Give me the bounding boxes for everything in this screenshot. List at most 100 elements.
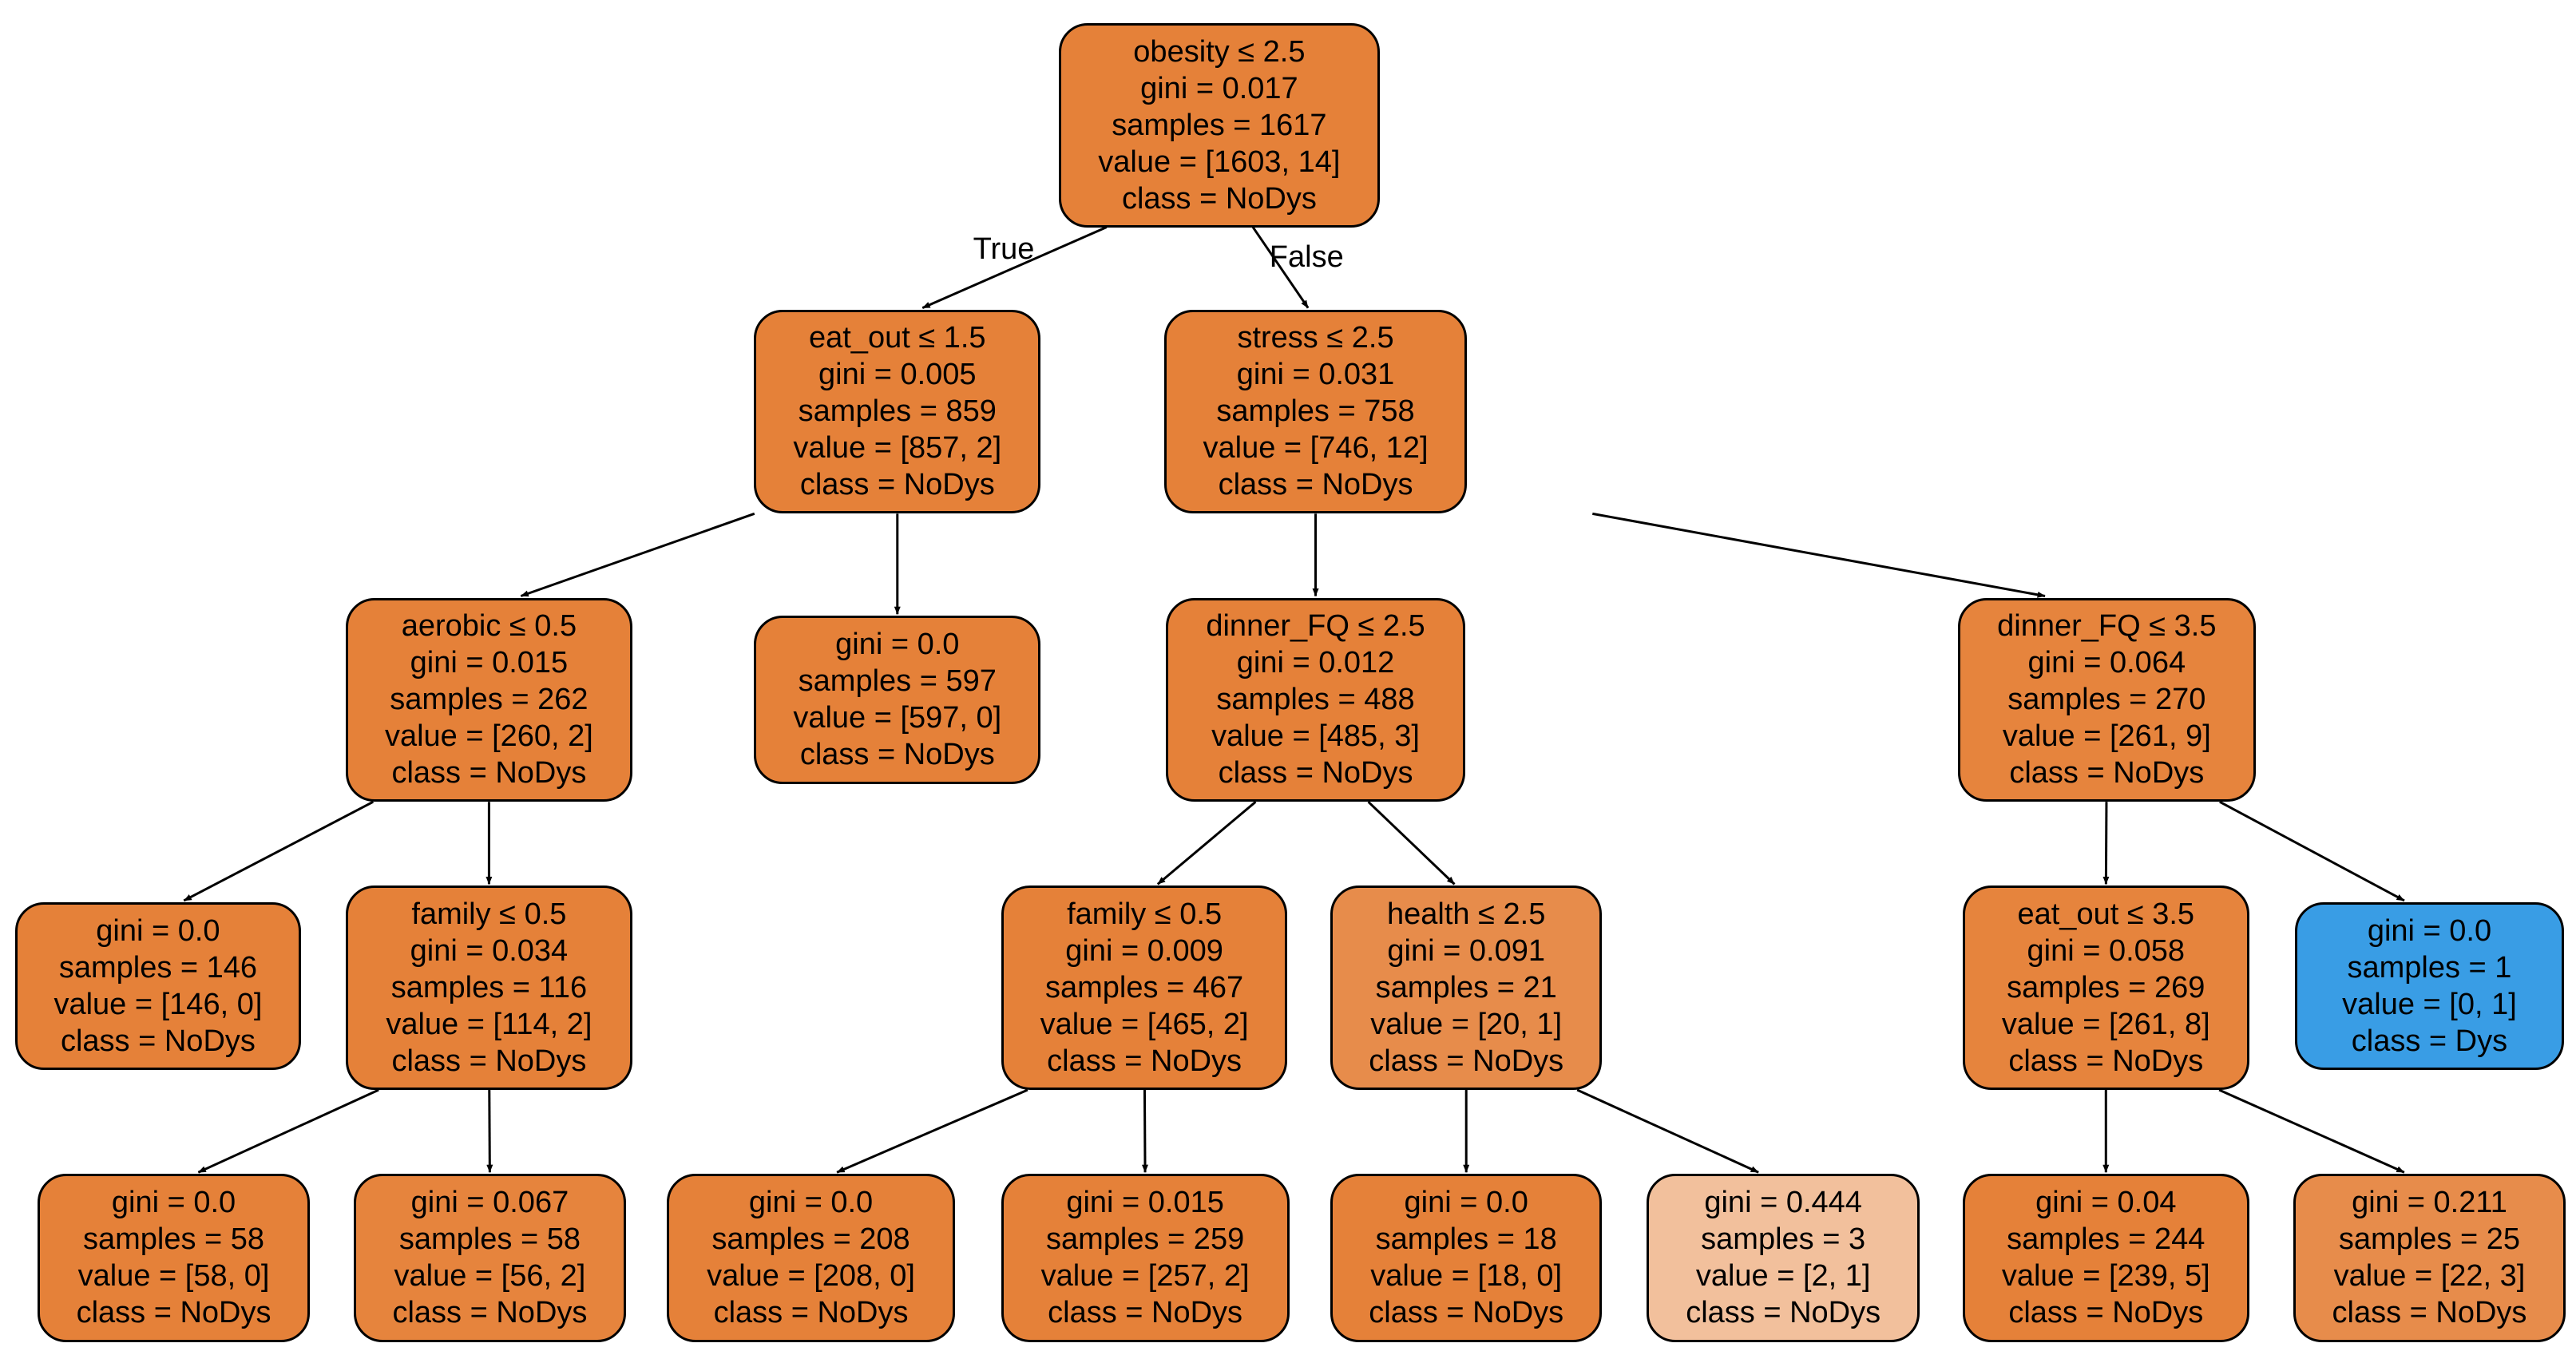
node-text-line: class = NoDys: [2008, 1044, 2204, 1079]
node-text-line: eat_out ≤ 3.5: [2017, 897, 2195, 932]
node-text-line: class = NoDys: [1218, 468, 1413, 502]
node-text-line: samples = 758: [1216, 394, 1415, 429]
node-text-line: gini = 0.015: [410, 646, 569, 680]
node-text-line: samples = 116: [390, 971, 588, 1005]
node-text-line: class = NoDys: [392, 1296, 588, 1330]
node-text-line: gini = 0.058: [2027, 934, 2186, 969]
tree-edge-n0-n1: [921, 226, 1108, 310]
false-branch-label: False: [1269, 240, 1344, 275]
node-text-line: samples = 270: [2007, 683, 2206, 717]
node-text-line: gini = 0.012: [1236, 646, 1395, 680]
node-text-line: class = NoDys: [2009, 756, 2205, 790]
tree-edge-n1-n3: [520, 512, 755, 597]
node-text-line: health ≤ 2.5: [1387, 897, 1546, 932]
node-text-line: samples = 269: [2007, 971, 2205, 1005]
node-text-line: class = NoDys: [713, 1296, 909, 1330]
node-text-line: gini = 0.091: [1387, 934, 1545, 969]
node-text-line: samples = 1617: [1112, 108, 1327, 142]
node-text-line: gini = 0.034: [410, 934, 569, 969]
edges-layer: [183, 226, 2405, 1174]
node-text-line: value = [146, 0]: [54, 988, 263, 1022]
tree-edge-n2-n6: [1592, 512, 2046, 598]
node-text-line: samples = 18: [1375, 1222, 1557, 1257]
node-text-line: class = NoDys: [60, 1024, 256, 1059]
node-text-line: gini = 0.064: [2027, 646, 2186, 680]
node-text-line: class = NoDys: [1369, 1044, 1564, 1079]
node-text-line: value = [260, 2]: [384, 719, 593, 754]
node-text-line: value = [257, 2]: [1040, 1259, 1250, 1294]
node-text-line: value = [261, 8]: [2001, 1008, 2210, 1042]
node-text-line: samples = 58: [82, 1222, 265, 1257]
node-text-line: samples = 1: [2347, 951, 2512, 985]
node-text-line: value = [746, 12]: [1203, 431, 1429, 466]
node-text-line: dinner_FQ ≤ 2.5: [1206, 609, 1425, 644]
node-text-line: samples = 244: [2007, 1222, 2205, 1257]
node-text-line: gini = 0.0: [1404, 1186, 1528, 1220]
node-text-line: samples = 21: [1375, 971, 1557, 1005]
node-text-line: samples = 259: [1046, 1222, 1245, 1257]
node-text-line: gini = 0.0: [96, 914, 220, 949]
node-text-line: gini = 0.009: [1065, 934, 1223, 969]
node-text-line: class = NoDys: [2008, 1296, 2204, 1330]
node-text-line: class = NoDys: [2332, 1296, 2527, 1330]
tree-edge-n9-n16: [1141, 1090, 1148, 1173]
node-text-line: samples = 597: [798, 664, 997, 699]
node-text-line: value = [485, 3]: [1211, 719, 1420, 754]
node-text-line: value = [58, 0]: [77, 1259, 270, 1294]
node-text-line: samples = 3: [1701, 1222, 1866, 1257]
node-text-line: class = Dys: [2351, 1024, 2508, 1059]
node-text-line: class = NoDys: [1047, 1044, 1242, 1079]
tree-edge-n3-n7: [183, 800, 375, 902]
node-text-line: class = NoDys: [76, 1296, 271, 1330]
node-text-line: class = NoDys: [799, 468, 995, 502]
node-text-line: class = NoDys: [1048, 1296, 1243, 1330]
node-text-line: class = NoDys: [391, 1044, 587, 1079]
node-text-line: value = [56, 2]: [394, 1259, 586, 1294]
node-text-line: value = [0, 1]: [2342, 988, 2517, 1022]
node-text-line: stress ≤ 2.5: [1237, 321, 1394, 355]
node-text-line: samples = 208: [711, 1222, 910, 1257]
tree-edge-n0-n2: [1251, 226, 1310, 309]
node-text-line: aerobic ≤ 0.5: [401, 609, 577, 644]
node-text-line: samples = 58: [398, 1222, 581, 1257]
tree-edge-n6-n12: [2219, 800, 2405, 902]
node-text-line: value = [2, 1]: [1695, 1259, 1871, 1294]
tree-edge-n8-n13: [197, 1088, 379, 1174]
node-text-line: value = [208, 0]: [707, 1259, 915, 1294]
node-text-line: samples = 859: [798, 394, 997, 429]
node-text-line: class = NoDys: [1218, 756, 1413, 790]
node-text-line: value = [239, 5]: [2001, 1259, 2210, 1294]
tree-edge-n5-n10: [1367, 801, 1456, 886]
node-text-line: samples = 488: [1216, 683, 1415, 717]
node-text-line: class = NoDys: [391, 756, 587, 790]
node-text-line: class = NoDys: [1686, 1296, 1881, 1330]
tree-edge-n10-n18: [1576, 1088, 1759, 1174]
node-text-line: value = [20, 1]: [1370, 1008, 1563, 1042]
node-text-line: value = [1603, 14]: [1098, 145, 1341, 179]
node-text-line: gini = 0.015: [1066, 1186, 1224, 1220]
true-branch-label: True: [973, 232, 1035, 266]
node-text-line: value = [22, 3]: [2333, 1259, 2526, 1294]
node-text-line: class = NoDys: [799, 738, 995, 772]
node-text-line: gini = 0.211: [2352, 1186, 2507, 1220]
node-text-line: gini = 0.0: [748, 1186, 874, 1220]
node-text-line: gini = 0.0: [111, 1186, 236, 1220]
node-text-line: gini = 0.04: [2035, 1186, 2177, 1220]
